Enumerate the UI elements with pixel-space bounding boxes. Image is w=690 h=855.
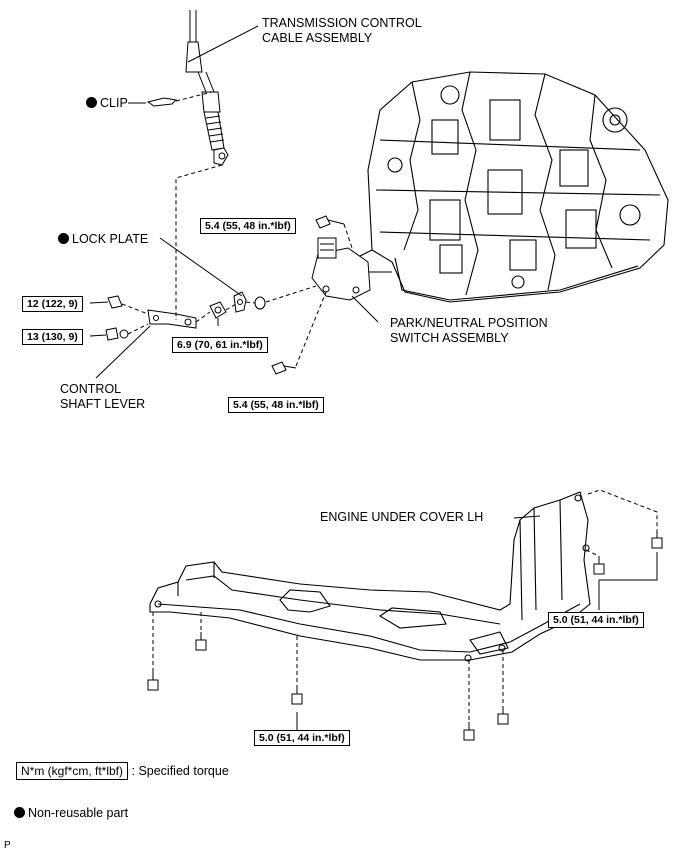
dash-shaft [195,285,317,323]
label-lock-plate: LOCK PLATE [58,232,148,247]
nut-lever-lower [105,327,129,341]
torque-nut-shaft: 6.9 (70, 61 in.*lbf) [172,337,268,353]
legend-torque: N*m (kgf*cm, ft*lbf) : Specified torque [16,762,229,780]
torque-cover-bolt-center: 5.0 (51, 44 in.*lbf) [254,730,350,746]
dash-cable-lever [175,164,223,320]
dash-clip [175,91,213,102]
dash-pnp-top [343,223,353,249]
transmission-control-cable [185,10,229,166]
leader-cover-right [598,552,658,610]
leader-nut-upper [89,301,109,304]
label-pnp-switch: PARK/NEUTRAL POSITION SWITCH ASSEMBLY [390,316,548,345]
legend-torque-desc: : Specified torque [131,764,229,778]
leader-lock-plate [159,237,243,297]
torque-cover-bolt-right: 5.0 (51, 44 in.*lbf) [548,612,644,628]
torque-nut-lever-lower: 13 (130, 9) [22,329,83,345]
clip-part [146,97,178,107]
cover-bolt-dashes [152,489,658,722]
leader-lever [95,325,151,379]
legend-non-reusable: Non-reusable part [14,806,128,821]
non-reusable-dot-icon [58,233,69,244]
bolt-pnp-top [315,215,345,229]
label-transmission-cable: TRANSMISSION CONTROL CABLE ASSEMBLY [262,16,422,45]
nut-shaft [209,301,227,319]
label-engine-under-cover: ENGINE UNDER COVER LH [320,510,484,524]
bolt-pnp-bottom [271,361,297,375]
torque-bolt-pnp-bottom: 5.4 (55, 48 in.*lbf) [228,397,324,413]
torque-nut-lever-upper: 12 (122, 9) [22,296,83,312]
non-reusable-dot-icon [86,97,97,108]
leader-pnp [351,295,379,323]
label-control-shaft-lever: CONTROL SHAFT LEVER [60,382,146,411]
leader-cable [187,25,259,63]
engine-under-cover-part [149,491,591,662]
park-neutral-switch-part [311,237,371,301]
label-clip: CLIP [86,96,128,111]
washer [254,296,266,310]
cover-bolts [147,530,663,741]
dash-pnp-bottom [295,291,327,367]
corner-mark: P [4,840,11,851]
leader-under-cover [513,515,541,519]
legend-torque-unit: N*m (kgf*cm, ft*lbf) [16,762,129,780]
leader-nut-lower [89,334,107,337]
dash-nuts-lever [121,303,149,335]
nut-lever-upper [107,295,123,309]
torque-bolt-pnp-top: 5.4 (55, 48 in.*lbf) [200,218,296,234]
non-reusable-dot-icon [14,807,25,818]
lock-plate-part [233,291,247,313]
control-shaft-lever-part [147,309,197,329]
transmission-housing [359,71,669,303]
